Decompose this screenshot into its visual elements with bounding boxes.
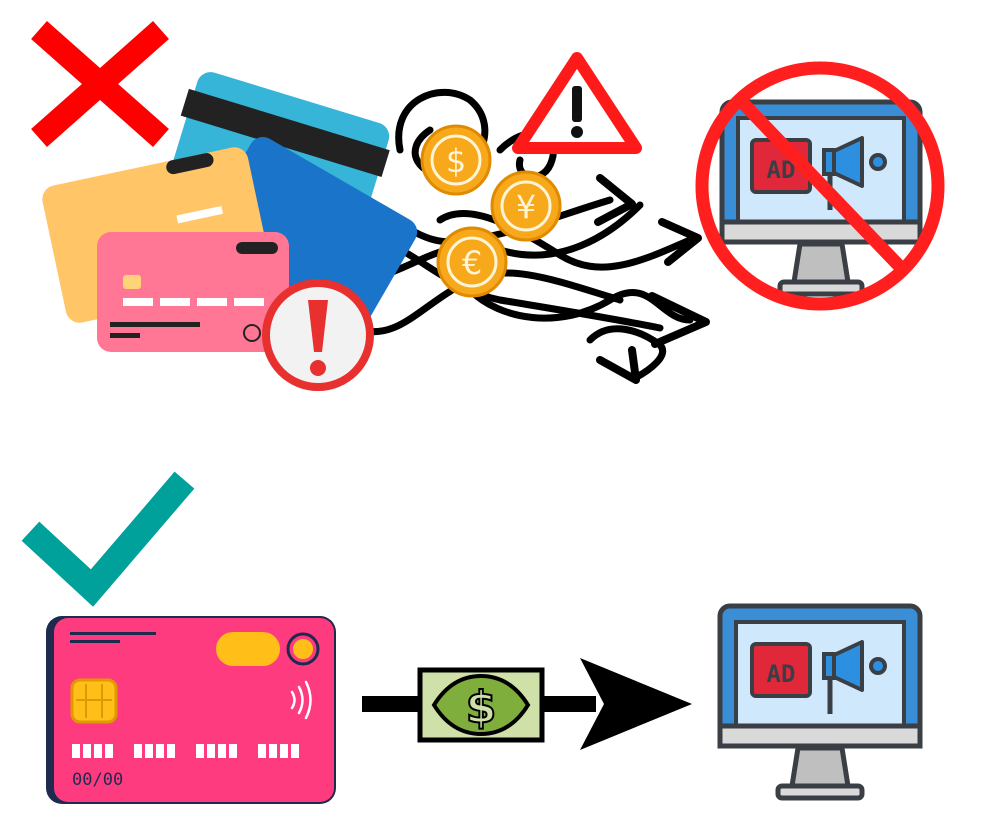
svg-text:¥: ¥: [516, 188, 536, 226]
cash-icon: $: [417, 667, 545, 743]
monitor-icon: AD: [717, 603, 923, 801]
arrow-heads: [594, 174, 710, 384]
svg-text:AD: AD: [767, 660, 796, 688]
svg-text:€: €: [462, 244, 482, 282]
coin-dollar-icon: $: [420, 124, 492, 196]
coin-yen-icon: ¥: [490, 170, 562, 242]
cross-icon: [31, 21, 169, 147]
credit-card: 00/00: [46, 616, 336, 804]
card-expiry: 00/00: [72, 770, 123, 790]
svg-text:$: $: [466, 682, 497, 733]
check-icon: [21, 471, 195, 607]
contactless-icon: [290, 680, 312, 720]
card-number: [72, 744, 299, 758]
warning-triangle-icon: [512, 52, 642, 154]
svg-text:$: $: [446, 142, 466, 180]
no-sign-icon: [695, 61, 945, 311]
coin-euro-icon: €: [436, 226, 508, 298]
credit-card-pink: [97, 232, 289, 352]
chip-icon: [70, 678, 118, 724]
exclamation-icon: [262, 279, 374, 391]
